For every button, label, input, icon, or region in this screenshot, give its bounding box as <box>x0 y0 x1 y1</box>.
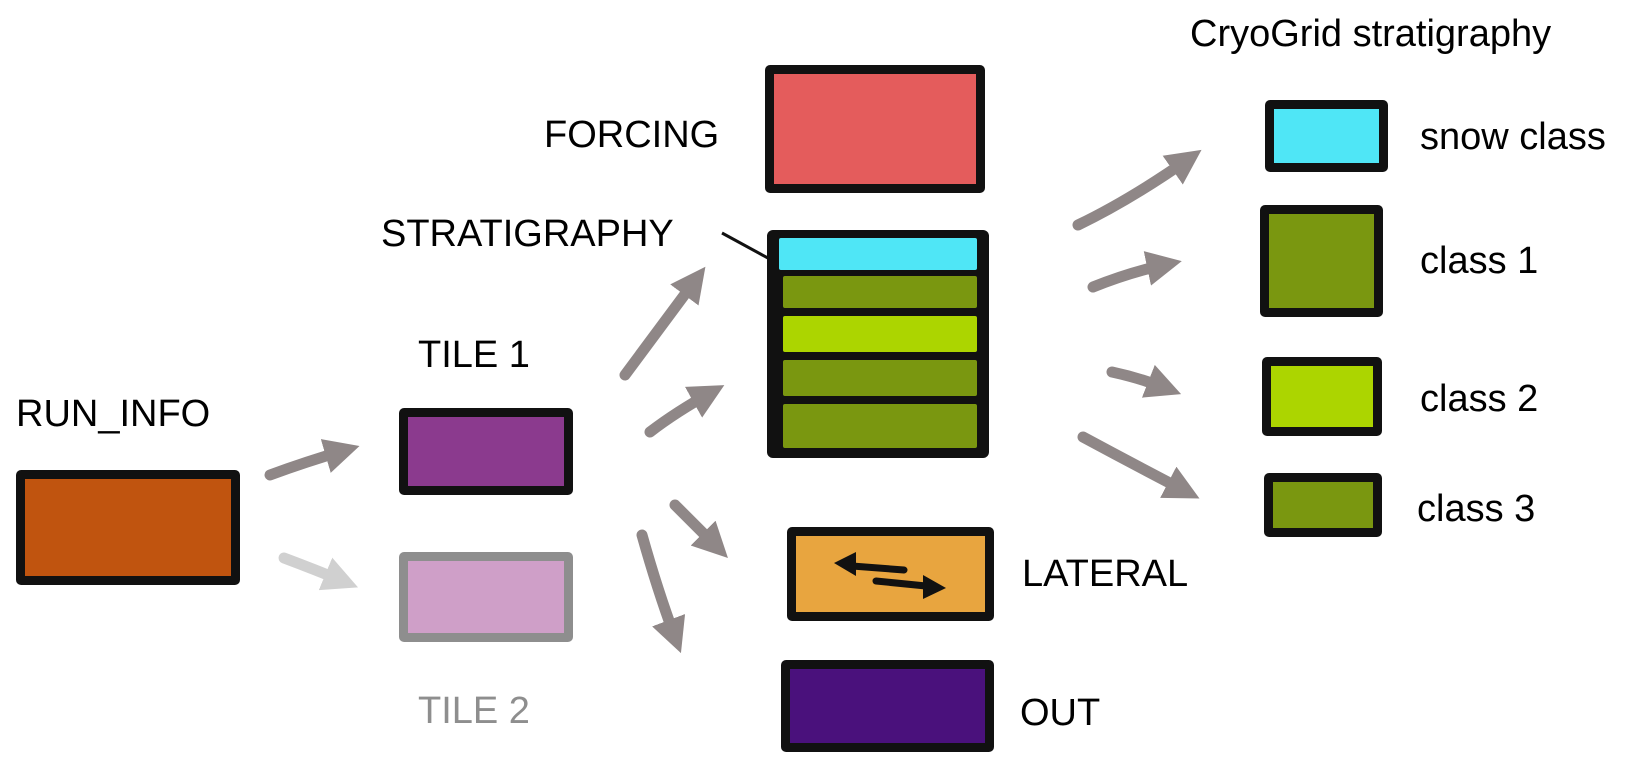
forcing-label: FORCING <box>544 114 720 156</box>
run-info-box <box>16 470 240 585</box>
arrow-strat-class2 <box>1106 364 1182 398</box>
legend-label-class1: class 1 <box>1420 240 1539 282</box>
arrow-tile1-lateral <box>669 499 728 558</box>
arrow-tile1-stratigraphy <box>619 266 706 381</box>
legend-label-class3: class 3 <box>1417 488 1536 530</box>
tile1-box <box>399 408 573 495</box>
strat-layer-snow <box>779 238 977 270</box>
arrow-strat-class1 <box>1087 251 1182 293</box>
forcing-box <box>765 65 985 193</box>
exchange-arrows-icon <box>834 552 946 599</box>
out-box <box>781 660 994 752</box>
tile2-label: TILE 2 <box>418 690 530 732</box>
legend-swatch-snow <box>1265 100 1388 172</box>
arrow-tile1-forcing-mid <box>644 385 725 438</box>
lateral-label: LATERAL <box>1022 553 1189 595</box>
legend-title: CryoGrid stratigraphy <box>1190 13 1552 55</box>
arrow-strat-class3 <box>1077 431 1200 499</box>
legend-swatch-class3 <box>1264 473 1382 537</box>
strat-layer-1 <box>783 276 977 308</box>
legend-swatch-class2 <box>1262 357 1382 436</box>
strat-layer-4 <box>783 404 977 448</box>
stratigraphy-label: STRATIGRAPHY <box>381 213 674 255</box>
run-info-label: RUN_INFO <box>16 393 211 435</box>
legend-swatch-class1 <box>1260 205 1383 317</box>
stratigraphy-stack <box>767 230 989 458</box>
tile2-box <box>399 552 573 642</box>
lateral-box <box>787 527 994 621</box>
arrow-runinfo-tile2 <box>278 552 359 591</box>
legend-label-snow: snow class <box>1420 116 1606 158</box>
strat-layer-2 <box>783 316 977 352</box>
legend-label-class2: class 2 <box>1420 378 1539 420</box>
arrow-tile1-out <box>636 529 686 654</box>
out-label: OUT <box>1020 692 1101 734</box>
tile1-label: TILE 1 <box>418 334 530 376</box>
arrow-runinfo-tile1 <box>264 439 360 481</box>
arrow-strat-snow <box>1072 149 1202 231</box>
strat-layer-3 <box>783 360 977 396</box>
